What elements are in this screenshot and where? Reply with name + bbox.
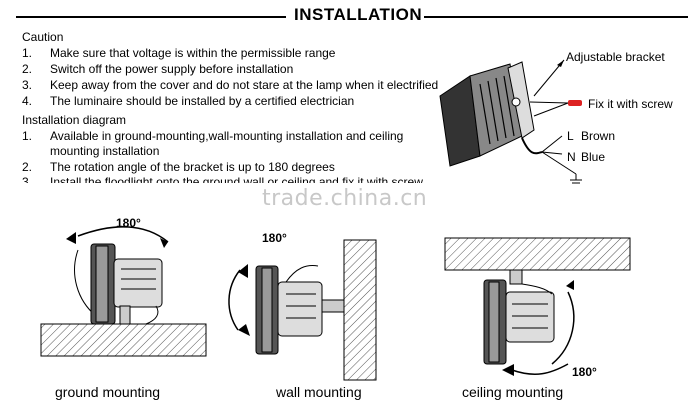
caption-ground-mounting: ground mounting	[55, 384, 161, 400]
diagram-item-1-cont: mounting installation	[50, 144, 160, 158]
caution-num-3: 3.	[22, 78, 33, 92]
caution-num-4: 4.	[22, 94, 33, 108]
title-rule-left	[16, 16, 286, 18]
diagram-item-1: Available in ground-mounting,wall-mounti…	[50, 129, 404, 143]
callout-l-letter: L	[567, 129, 574, 143]
wall-mounting-drawing	[228, 239, 377, 381]
title-rule-right	[424, 16, 688, 18]
title-bar: INSTALLATION	[0, 0, 700, 34]
floodlight-detail-drawing	[439, 59, 582, 184]
caution-item-4: The luminaire should be installed by a c…	[50, 94, 355, 108]
caution-item-3: Keep away from the cover and do not star…	[50, 78, 439, 92]
watermark-text: trade.china.cn	[262, 186, 428, 211]
caution-item-2: Switch off the power supply before insta…	[50, 62, 294, 76]
callout-fix-screw: Fix it with screw	[588, 97, 673, 111]
callout-brown: Brown	[581, 129, 616, 143]
caution-num-1: 1.	[22, 46, 33, 60]
diagram-num-2: 2.	[22, 160, 33, 174]
page-title: INSTALLATION	[294, 5, 423, 24]
caption-wall-mounting: wall mounting	[276, 384, 362, 400]
callout-blue: Blue	[581, 150, 606, 164]
caution-item-1: Make sure that voltage is within the per…	[50, 46, 336, 60]
diagram-num-1: 1.	[22, 129, 33, 143]
diagram-item-3-clip: 3. Install the floodlight onto the groun…	[0, 174, 440, 183]
diagram-item-3: Install the floodlight onto the ground w…	[50, 175, 423, 183]
diagram-item-2: The rotation angle of the bracket is up …	[50, 160, 335, 174]
ceiling-angle-label: 180°	[572, 365, 597, 379]
caution-num-2: 2.	[22, 62, 33, 76]
ceiling-mounting-drawing	[444, 237, 631, 376]
diagram-num-3: 3.	[22, 175, 33, 183]
diagram-heading: Installation diagram	[22, 113, 127, 127]
caution-heading: Caution	[22, 30, 64, 44]
ground-mounting-drawing	[40, 226, 207, 357]
wall-angle-label: 180°	[262, 231, 287, 245]
ground-angle-label: 180°	[116, 216, 141, 230]
callout-n-letter: N	[567, 150, 576, 164]
callout-adjustable-bracket: Adjustable bracket	[566, 50, 665, 64]
caption-ceiling-mounting: ceiling mounting	[462, 384, 564, 400]
